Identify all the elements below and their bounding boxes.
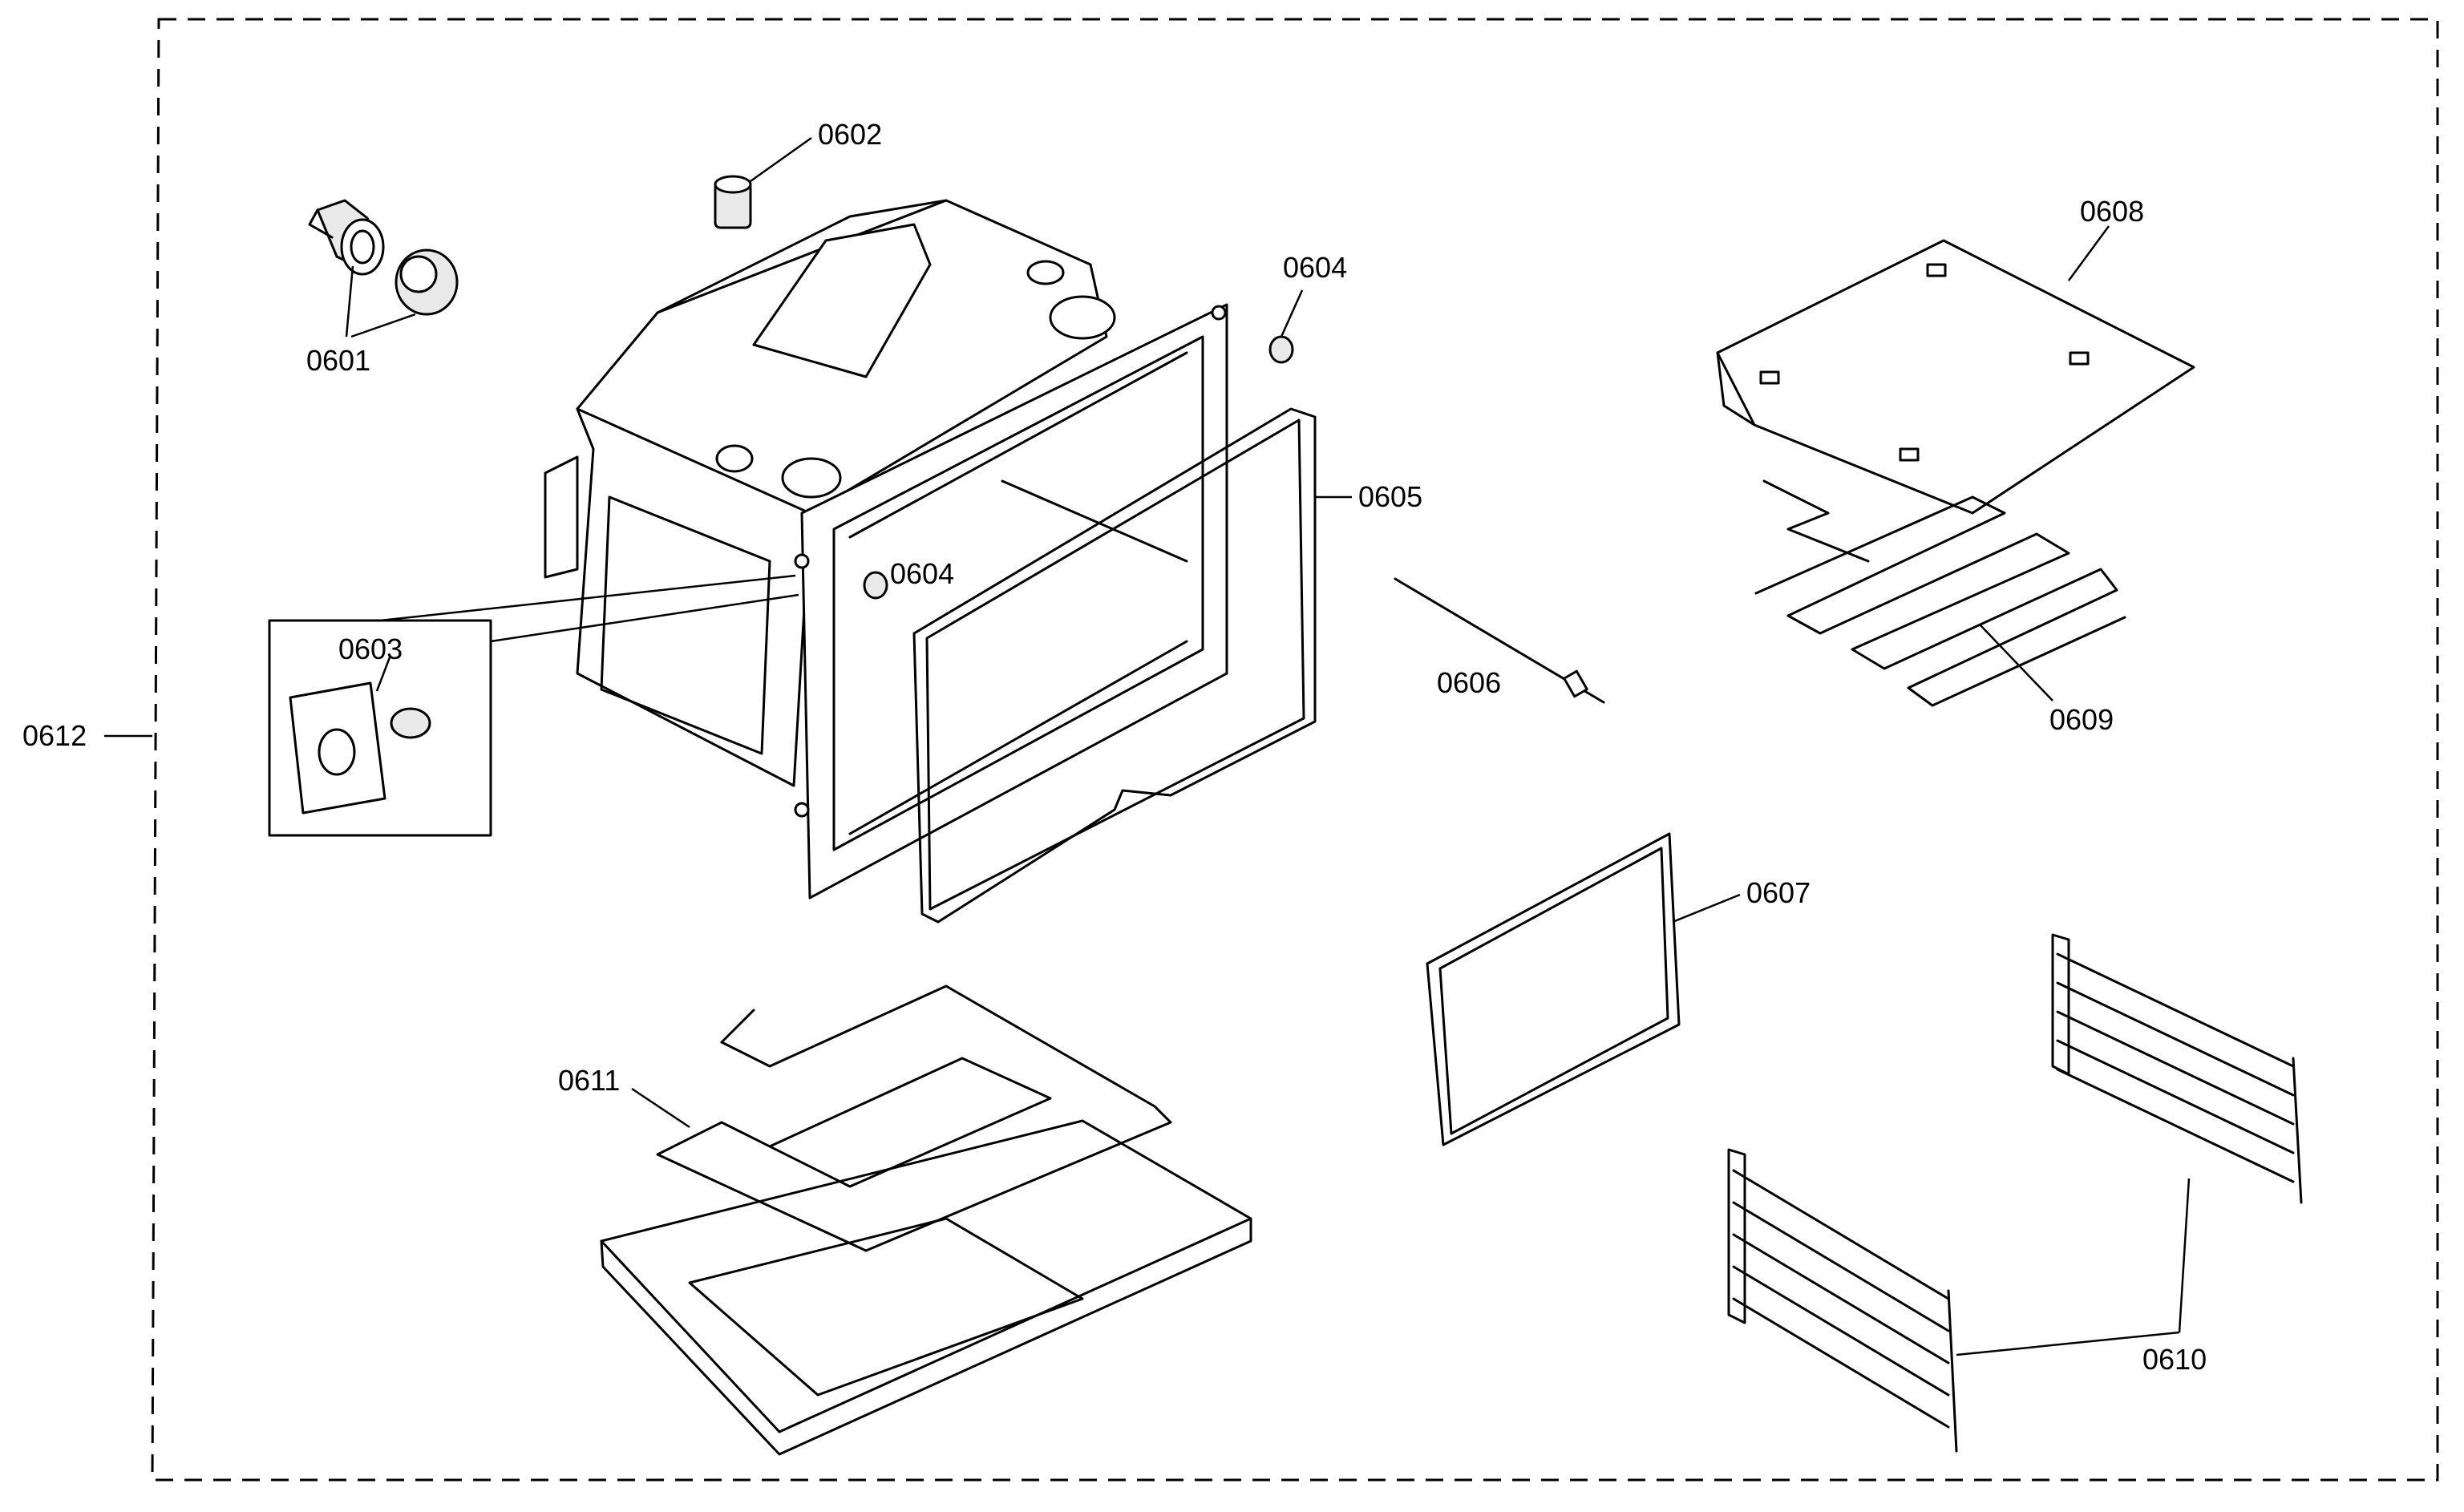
label-0604-side: 0604 — [890, 557, 954, 590]
label-0604-top: 0604 — [1283, 251, 1347, 284]
label-0612: 0612 — [22, 719, 87, 752]
part-0609-heating-element — [1754, 479, 2126, 707]
label-0603: 0603 — [338, 633, 403, 665]
part-0604-grommet-top — [1268, 289, 1304, 364]
part-0611-bottom-element-tray — [600, 984, 1252, 1456]
oven-cavity — [544, 199, 1228, 900]
assembly-boundary-0612 — [104, 18, 2439, 1482]
label-0611: 0611 — [558, 1064, 620, 1097]
label-0610: 0610 — [2142, 1343, 2207, 1376]
part-0606-rod — [1394, 577, 1605, 704]
label-0601: 0601 — [306, 344, 370, 377]
part-0610-rack-right — [2051, 933, 2303, 1204]
label-0605: 0605 — [1358, 480, 1422, 513]
label-0609: 0609 — [2049, 703, 2114, 736]
part-0604-grommet-side — [863, 571, 888, 600]
part-0608-top-plate — [1716, 225, 2195, 515]
part-0601-oven-lamp — [308, 199, 459, 338]
part-0607-panel — [1426, 832, 1741, 1146]
label-0608: 0608 — [2080, 195, 2144, 228]
label-0602: 0602 — [818, 118, 882, 151]
part-0605-door-gasket — [912, 407, 1352, 924]
part-0603-callout — [268, 574, 799, 837]
label-0606: 0606 — [1437, 666, 1501, 699]
leader-0610 — [1956, 1178, 2191, 1356]
part-0610-rack-left — [1727, 1148, 1958, 1453]
label-0607: 0607 — [1746, 876, 1811, 909]
part-0602-vent-fitting — [714, 136, 812, 229]
